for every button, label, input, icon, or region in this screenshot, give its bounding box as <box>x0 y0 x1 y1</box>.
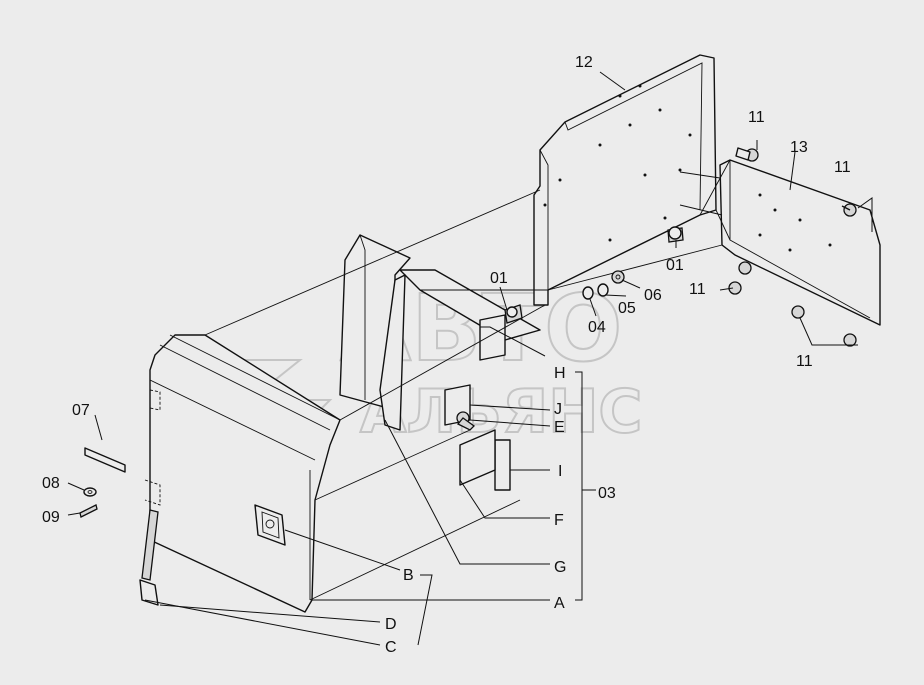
assembly-guide-lines <box>204 159 731 601</box>
callout-04: 04 <box>588 319 606 336</box>
part-07-strip <box>84 447 126 473</box>
callout-08: 08 <box>42 475 60 492</box>
callout-09: 09 <box>42 509 60 526</box>
part-D-seal <box>141 509 159 581</box>
callout-11-right: 11 <box>834 159 851 176</box>
part-09-screw <box>79 504 98 518</box>
bolts <box>504 147 857 347</box>
nut-06 <box>611 270 625 284</box>
washer-04 <box>582 286 594 300</box>
callout-11-bottom: 11 <box>796 353 813 370</box>
part-08-washer <box>83 487 97 497</box>
callout-J: J <box>554 401 562 418</box>
bolt-11-top <box>735 147 759 162</box>
callout-F: F <box>554 512 564 529</box>
callout-B: B <box>403 567 414 584</box>
part-13-plate <box>719 159 881 326</box>
watermark-line-2: АЛЬЯНС <box>360 377 642 447</box>
callout-01-left: 01 <box>490 270 508 287</box>
bolt-11-right <box>841 203 857 217</box>
callout-01-right: 01 <box>666 257 684 274</box>
callout-07: 07 <box>72 402 90 419</box>
bolt-11-bottom <box>791 305 857 347</box>
part-A-main-cover <box>144 334 341 613</box>
plate-holes <box>543 84 692 242</box>
callout-E: E <box>554 419 565 436</box>
bolt-11-mid <box>728 261 752 295</box>
bolt-01-left <box>504 304 523 324</box>
leader-lines <box>67 71 873 646</box>
callout-H: H <box>554 365 566 382</box>
callout-13: 13 <box>790 139 808 156</box>
part-12-plate <box>533 54 717 306</box>
callout-G: G <box>554 559 566 576</box>
callout-12: 12 <box>575 54 593 71</box>
callout-11-top: 11 <box>748 109 765 126</box>
washer-05 <box>597 283 609 297</box>
callout-C: C <box>385 639 397 656</box>
callouts: 12 11 13 11 11 11 01 01 04 05 06 07 08 0… <box>42 54 851 656</box>
rear-plate-holes <box>758 193 832 252</box>
callout-11-mid: 11 <box>689 281 706 298</box>
callout-06: 06 <box>644 287 662 304</box>
callout-05: 05 <box>618 300 636 317</box>
callout-03: 03 <box>598 485 616 502</box>
part-C-latch <box>139 579 159 606</box>
callout-I: I <box>558 463 562 480</box>
latch-assembly <box>444 314 511 491</box>
callout-A: A <box>554 595 565 612</box>
callout-D: D <box>385 616 397 633</box>
part-03-side-panel <box>339 234 541 431</box>
bolt-01-right <box>667 226 684 243</box>
